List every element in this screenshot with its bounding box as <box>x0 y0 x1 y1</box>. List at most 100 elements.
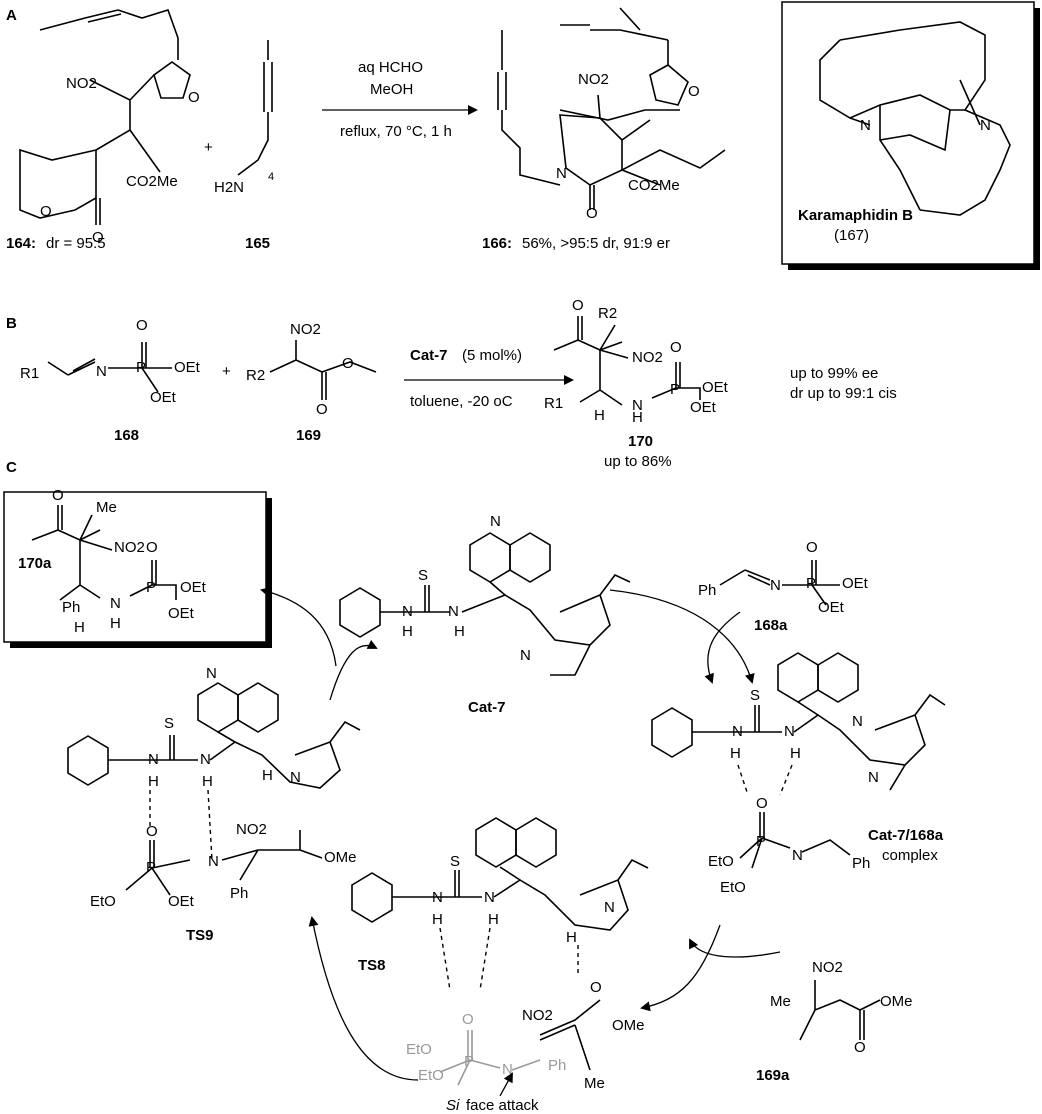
compound-166: O NO2 N O CO2Me <box>497 7 726 222</box>
svg-text:NO2: NO2 <box>578 71 609 88</box>
svg-text:P: P <box>756 833 766 850</box>
compound-170: O R2 NO2 R1 H N H P O OEt OEt <box>544 297 729 426</box>
svg-text:O: O <box>40 203 52 220</box>
compound-169a: Me NO2 OMe O <box>770 959 913 1056</box>
svg-text:O: O <box>92 229 104 246</box>
svg-text:S: S <box>418 567 428 584</box>
compound-169-label: 169 <box>296 427 321 444</box>
complex-label-name: Cat-7/168a <box>868 827 944 844</box>
svg-text:OEt: OEt <box>180 579 207 596</box>
svg-text:P: P <box>146 579 156 596</box>
compound-165-label: 165 <box>245 235 270 252</box>
svg-text:Ph: Ph <box>62 599 80 616</box>
svg-text:Me: Me <box>584 1075 605 1092</box>
cycle-arrow-product <box>260 587 337 667</box>
cycle-arrow-to-ts9 <box>308 916 419 1081</box>
svg-text:EtO: EtO <box>418 1067 444 1084</box>
svg-text:H: H <box>566 929 577 946</box>
svg-text:H: H <box>402 623 413 640</box>
svg-text:H: H <box>488 911 499 928</box>
svg-text:N: N <box>432 889 443 906</box>
compound-170-label: 170 <box>628 433 653 450</box>
product-170a-label: 170a <box>18 555 52 572</box>
selectivity-dr: dr up to 99:1 cis <box>790 385 897 402</box>
svg-text:NO2: NO2 <box>114 539 145 556</box>
svg-text:H: H <box>110 615 121 632</box>
svg-text:R2: R2 <box>246 367 265 384</box>
svg-text:CO2Me: CO2Me <box>126 173 178 190</box>
svg-text:O: O <box>146 539 158 556</box>
svg-text:NO2: NO2 <box>812 959 843 976</box>
svg-text:N: N <box>784 723 795 740</box>
karamaphidin-structure: N N <box>819 21 1011 216</box>
svg-text:N: N <box>980 117 991 134</box>
svg-text:H2N: H2N <box>214 179 244 196</box>
svg-text:4: 4 <box>268 171 274 183</box>
cycle-arrow-binding <box>609 589 755 684</box>
compound-168: R1 N P O OEt OEt <box>20 317 201 406</box>
svg-text:Ph: Ph <box>548 1057 566 1074</box>
ts9-label: TS9 <box>186 927 214 944</box>
svg-text:P: P <box>464 1053 474 1070</box>
svg-text:N: N <box>556 165 567 182</box>
svg-text:NO2: NO2 <box>522 1007 553 1024</box>
svg-text:OEt: OEt <box>702 379 729 396</box>
svg-text:O: O <box>146 823 158 840</box>
svg-text:N: N <box>852 713 863 730</box>
svg-text:O: O <box>806 539 818 556</box>
complex-label-word: complex <box>882 847 938 864</box>
cycle-arrow-168a-in <box>704 611 741 684</box>
svg-text:R1: R1 <box>544 395 563 412</box>
catalyst-loading: (5 mol%) <box>462 347 522 364</box>
panel-label-c: C <box>6 459 17 476</box>
svg-text:H: H <box>202 773 213 790</box>
svg-text:N: N <box>200 751 211 768</box>
svg-text:N: N <box>868 769 879 786</box>
svg-text:R2: R2 <box>598 305 617 322</box>
svg-text:O: O <box>462 1011 474 1028</box>
condition-reflux: reflux, 70 °C, 1 h <box>340 123 452 140</box>
svg-text:O: O <box>136 317 148 334</box>
svg-text:H: H <box>148 773 159 790</box>
product-170a-box <box>3 491 267 643</box>
svg-text:EtO: EtO <box>720 879 746 896</box>
svg-text:Ph: Ph <box>852 855 870 872</box>
svg-text:R1: R1 <box>20 365 39 382</box>
svg-text:S: S <box>750 687 760 704</box>
svg-text:N: N <box>148 751 159 768</box>
cycle-arrow-169a-in <box>689 938 781 958</box>
svg-text:P: P <box>136 359 146 376</box>
svg-text:N: N <box>448 603 459 620</box>
svg-text:OEt: OEt <box>842 575 869 592</box>
catalyst-complex: N S N H N H N O P N EtO EtO Ph <box>651 652 946 896</box>
svg-text:Me: Me <box>96 499 117 516</box>
svg-text:P: P <box>806 575 816 592</box>
svg-text:OMe: OMe <box>324 849 357 866</box>
si-face-label-text: face attack <box>466 1097 539 1114</box>
catalyst-name: Cat-7 <box>410 347 448 364</box>
compound-166-label: 166: <box>482 235 512 252</box>
svg-text:NO2: NO2 <box>66 75 97 92</box>
svg-text:O: O <box>670 339 682 356</box>
plus-sign-b: + <box>222 363 231 380</box>
svg-text:O: O <box>590 979 602 996</box>
svg-text:OMe: OMe <box>612 1017 645 1034</box>
compound-164-label: 164: <box>6 235 36 252</box>
svg-text:CO2Me: CO2Me <box>628 177 680 194</box>
svg-text:N: N <box>96 363 107 380</box>
si-face-label-italic: Si <box>446 1097 460 1114</box>
compound-165: H2N 4 <box>214 40 274 196</box>
svg-text:N: N <box>792 847 803 864</box>
svg-text:S: S <box>164 715 174 732</box>
svg-text:OEt: OEt <box>168 893 195 910</box>
svg-text:Ph: Ph <box>230 885 248 902</box>
svg-text:EtO: EtO <box>90 893 116 910</box>
svg-text:H: H <box>790 745 801 762</box>
svg-text:H: H <box>730 745 741 762</box>
svg-text:H: H <box>74 619 85 636</box>
condition-toluene: toluene, -20 oC <box>410 393 513 410</box>
condition-meoh: MeOH <box>370 81 413 98</box>
svg-text:O: O <box>688 83 700 100</box>
svg-text:O: O <box>342 355 354 372</box>
